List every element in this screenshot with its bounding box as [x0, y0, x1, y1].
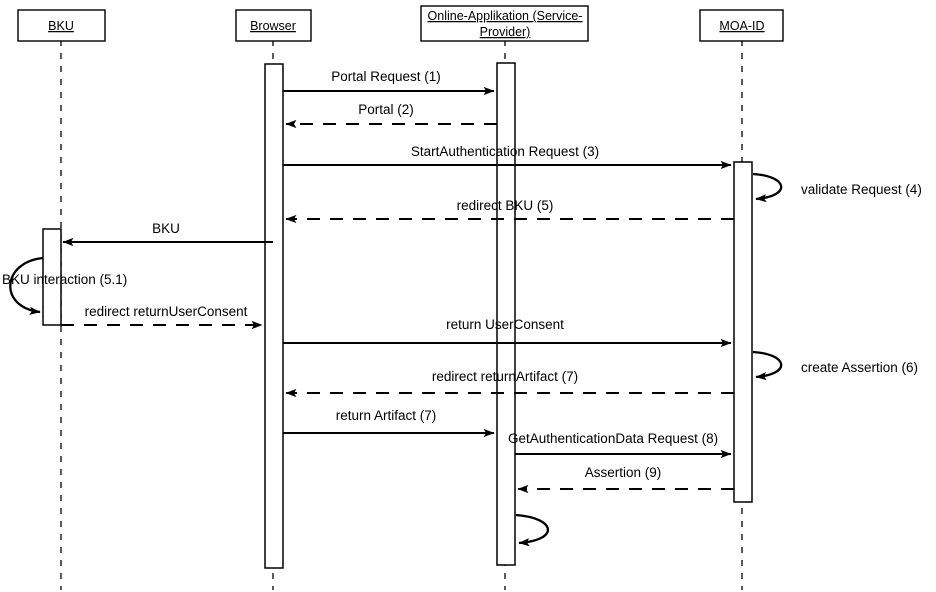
participant-box-bku[interactable] [17, 9, 106, 42]
message-label-redirect-returnuserconsent: redirect returnUserConsent [85, 304, 248, 319]
message-portal-request: Portal Request (1) [283, 69, 495, 96]
participant-oa[interactable]: Online-Applikation (Service- Provider) [420, 5, 589, 42]
message-redirect-bku: redirect BKU (5) [285, 198, 734, 224]
message-label-getauthenticationdata-request: GetAuthenticationData Request (8) [508, 431, 718, 446]
participant-label-bku: BKU [48, 19, 74, 33]
participant-label-oa-line2: Provider) [480, 25, 531, 39]
message-label-startauthentication-request: StartAuthentication Request (3) [411, 144, 599, 159]
message-authenticateuser [515, 513, 550, 547]
message-label-redirect-returnartifact: redirect returnArtifact (7) [432, 369, 578, 384]
message-label-redirect-bku: redirect BKU (5) [457, 198, 554, 213]
message-label-create-assertion: create Assertion (6) [801, 360, 918, 375]
participant-moaid[interactable]: MOA-ID [699, 9, 784, 42]
message-arrow-bku-interaction [9, 256, 44, 315]
activation-bar-bku [42, 228, 62, 326]
participant-label-oa-line1: Online-Applikation (Service- [428, 9, 583, 23]
activation-bar-moaid [733, 161, 753, 503]
participant-headers: BKU Browser Online-Applikation (Service-… [17, 5, 784, 42]
message-portal: Portal (2) [285, 102, 497, 129]
message-arrow-validate-request [752, 172, 783, 203]
participant-browser[interactable]: Browser [235, 9, 312, 42]
message-assertion: Assertion (9) [517, 465, 734, 494]
message-label-bku-interaction: BKU interaction (5.1) [2, 272, 127, 287]
activation-bar-browser [264, 63, 284, 569]
message-bku-interaction: BKU interaction (5.1) [2, 256, 127, 315]
participant-label-browser: Browser [250, 19, 296, 33]
message-redirect-returnartifact: redirect returnArtifact (7) [285, 369, 734, 398]
message-label-return-artifact: return Artifact (7) [336, 408, 437, 423]
message-return-userconsent: return UserConsent [283, 317, 732, 348]
message-label-portal: Portal (2) [358, 102, 414, 117]
message-arrow-authenticateuser [515, 513, 550, 547]
message-label-validate-request: validate Request (4) [801, 182, 922, 197]
message-validate-request: validate Request (4) [752, 172, 922, 203]
message-label-assertion: Assertion (9) [585, 465, 662, 480]
message-return-artifact: return Artifact (7) [283, 408, 495, 438]
message-bku: BKU [62, 221, 273, 247]
message-create-assertion: create Assertion (6) [752, 350, 918, 381]
activation-bars [42, 62, 753, 569]
participant-box-browser[interactable] [235, 9, 312, 42]
message-arrow-create-assertion [752, 350, 783, 381]
message-label-portal-request: Portal Request (1) [331, 69, 441, 84]
participant-label-moaid: MOA-ID [719, 19, 764, 33]
message-getauthenticationdata-request: GetAuthenticationData Request (8) [508, 431, 732, 459]
participant-box-oa[interactable] [420, 5, 589, 42]
message-label-return-userconsent: return UserConsent [446, 317, 564, 332]
message-startauthentication-request: StartAuthentication Request (3) [283, 144, 732, 170]
message-redirect-returnuserconsent: redirect returnUserConsent [61, 304, 263, 330]
participant-bku[interactable]: BKU [17, 9, 106, 42]
message-label-bku: BKU [152, 221, 180, 236]
activation-bar-oa [496, 62, 516, 566]
participant-box-moaid[interactable] [699, 9, 784, 42]
